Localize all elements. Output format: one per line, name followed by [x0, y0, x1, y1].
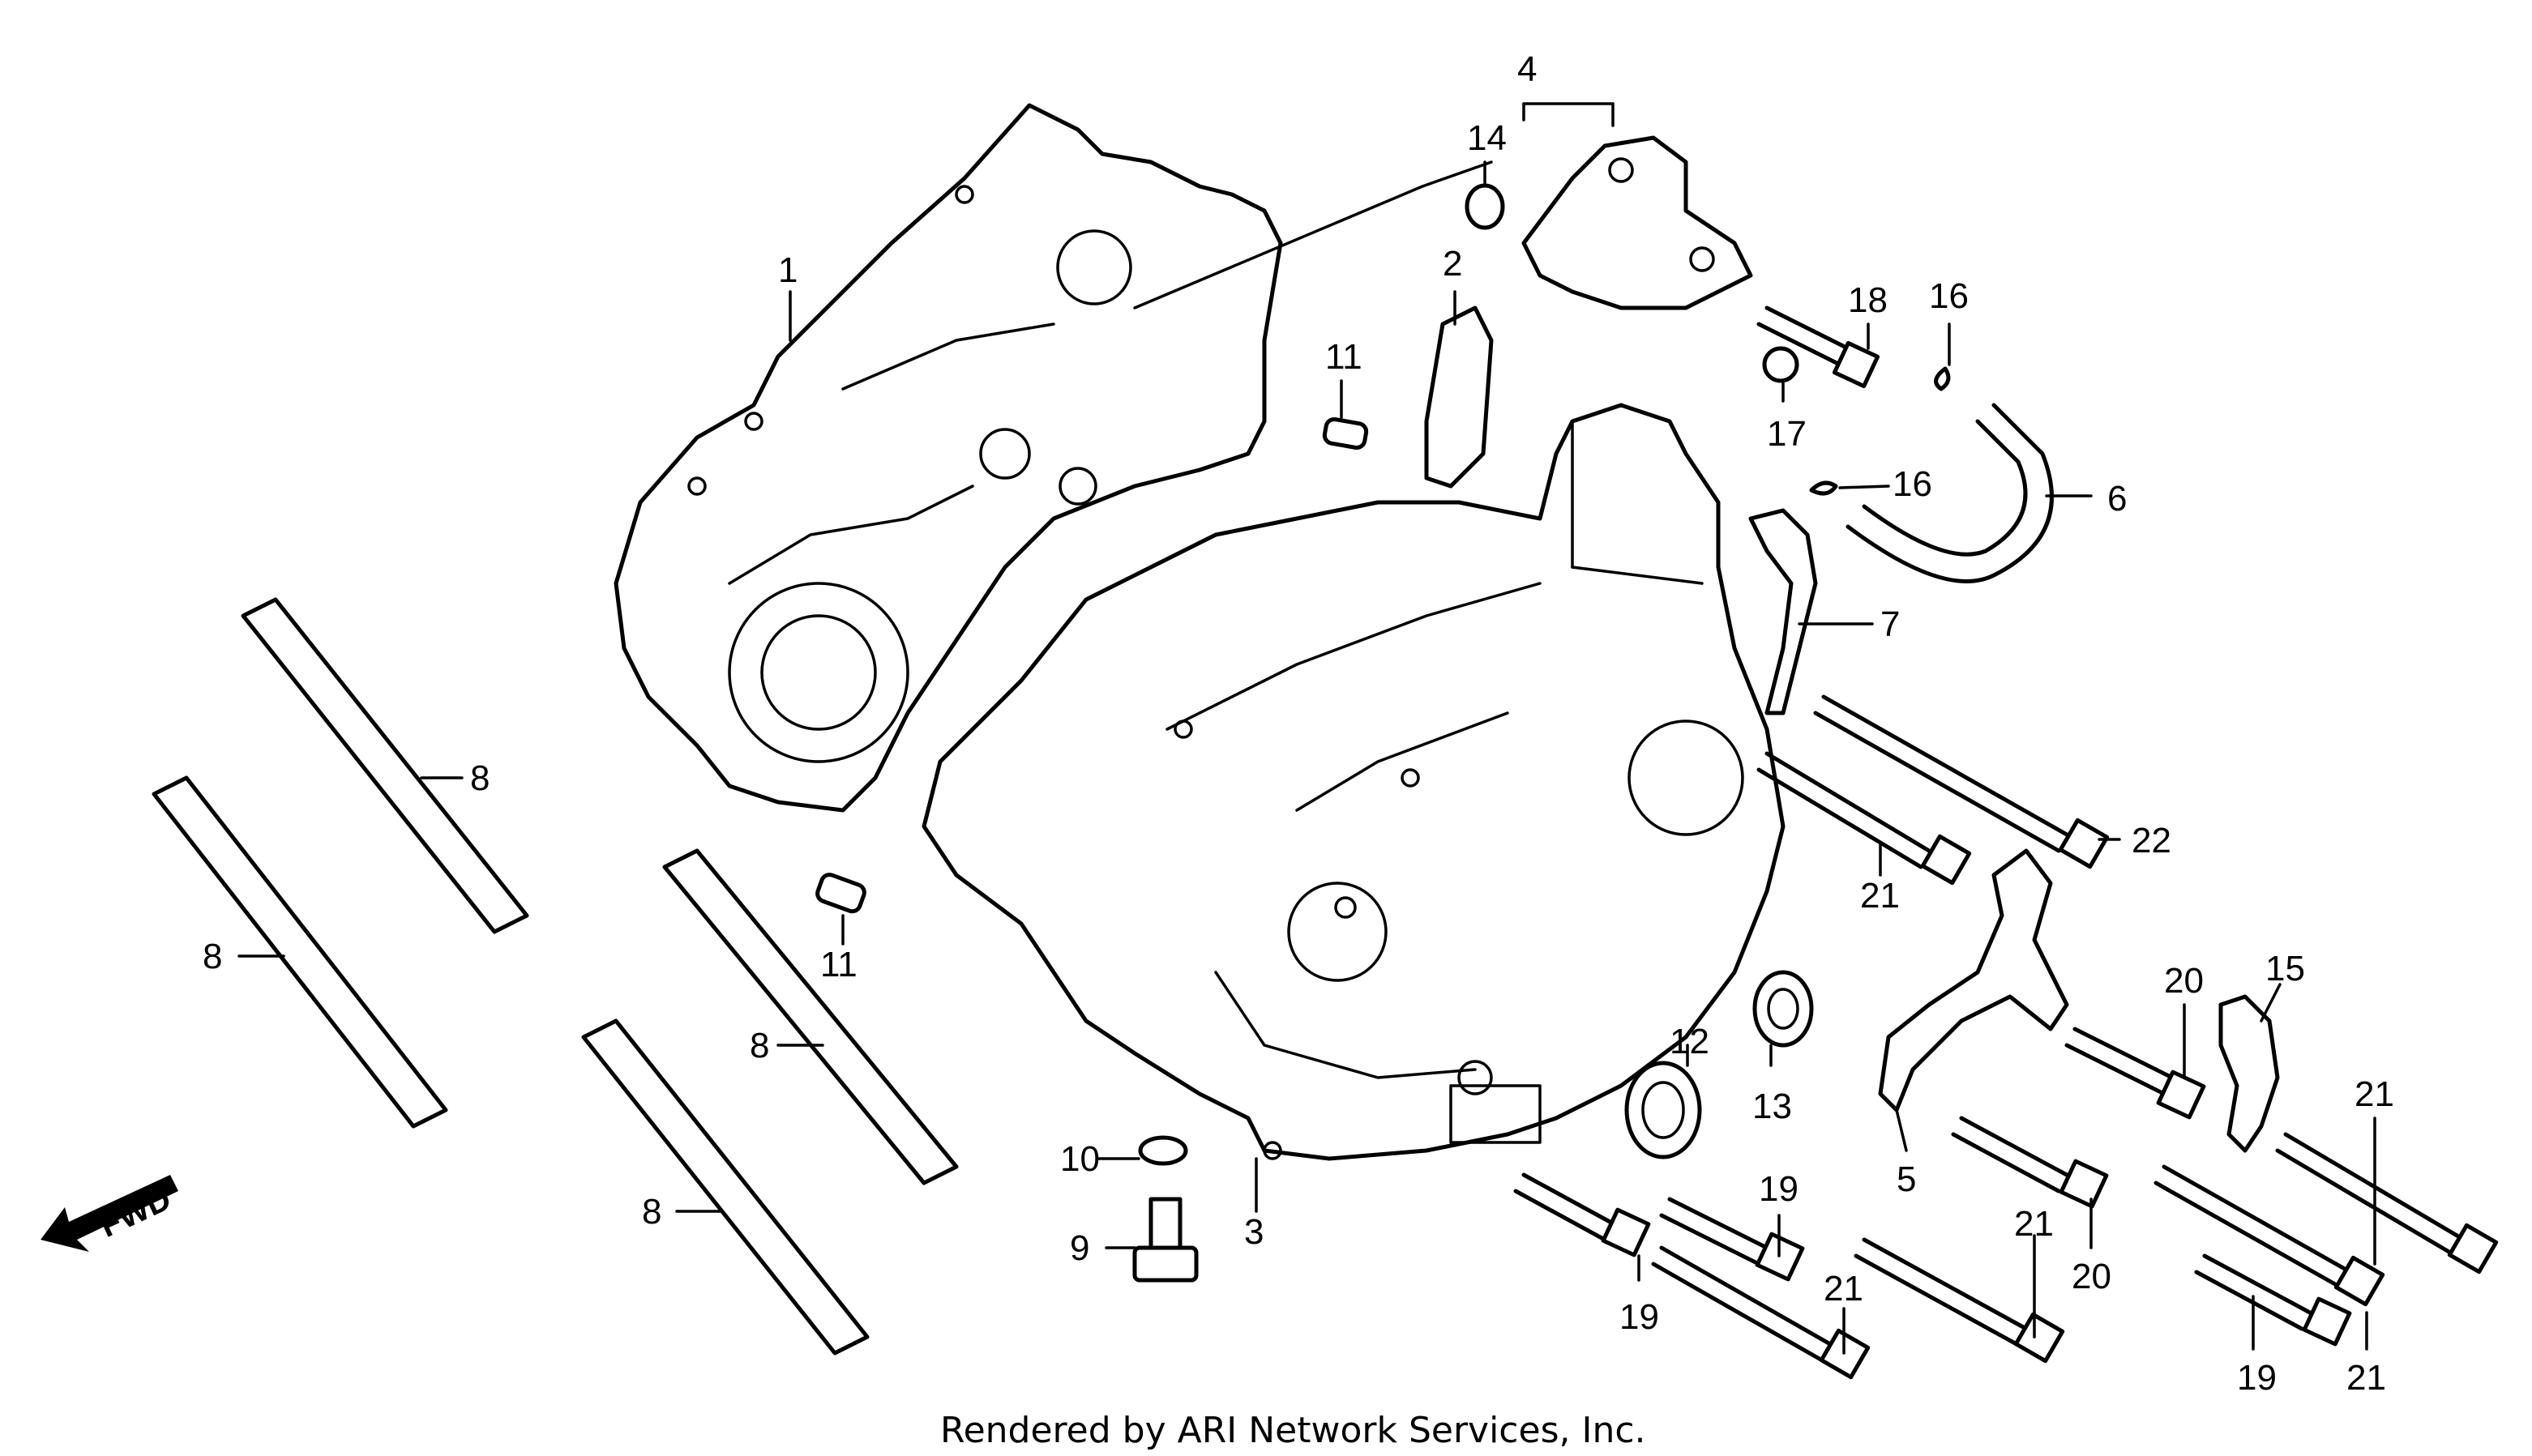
part-9-bolt [1132, 1197, 1199, 1283]
callout-17: 17 [1767, 414, 1807, 454]
callout-21a: 21 [1860, 876, 1900, 916]
callout-10: 10 [1060, 1139, 1100, 1179]
part-16-clip-upper [1934, 366, 1951, 391]
part-14-o-ring [1465, 183, 1505, 230]
part-8-stud-1 [241, 597, 529, 934]
part-7-bracket [1748, 508, 1818, 715]
callout-16b: 16 [1893, 464, 1932, 504]
part-21-bolt-e [1854, 1237, 2065, 1364]
part-19-bolt-b [1659, 1197, 1805, 1282]
part-6-hose-outline [1862, 419, 2028, 557]
part-8-stud-2 [152, 775, 448, 1129]
callout-20a: 20 [2164, 961, 2204, 1001]
callout-21d: 21 [1824, 1269, 1863, 1309]
callout-16a: 16 [1929, 276, 1969, 316]
part-5-bracket [1878, 848, 2069, 1112]
left-crankcase [614, 103, 1283, 813]
callout-19c: 19 [2237, 1358, 2277, 1398]
part-16-clip-lower [1809, 480, 1838, 496]
callout-8a: 8 [470, 758, 490, 798]
callout-11b: 11 [820, 945, 858, 984]
part-4-assembly [1521, 135, 1753, 310]
part-6-hose [1846, 403, 2054, 583]
callout-7: 7 [1880, 604, 1900, 644]
leader-lines [237, 102, 2376, 1355]
part-19-bolt-c [2194, 1253, 2352, 1347]
part-20-bolt-b [1951, 1116, 2109, 1209]
callout-11a: 11 [1325, 337, 1362, 377]
part-19-bolt-a [1513, 1172, 1651, 1257]
fwd-direction-arrow: FWD [41, 1175, 178, 1252]
part-13-bearing [1752, 970, 1814, 1048]
part-21-bolt-a [1756, 751, 1972, 886]
part-10-washer [1138, 1135, 1188, 1166]
part-8-stud-3 [662, 848, 959, 1185]
part-11-dowel-lower [815, 873, 866, 914]
part-15-plate [2218, 994, 2280, 1153]
callout-5: 5 [1897, 1159, 1916, 1199]
part-11-dowel-upper [1322, 416, 1369, 450]
callout-20b: 20 [2072, 1257, 2111, 1296]
part-20-bolt-a [2064, 1027, 2206, 1120]
callout-9: 9 [1070, 1228, 1089, 1268]
callout-19a: 19 [1619, 1297, 1659, 1337]
attribution-footer: Rendered by ARI Network Services, Inc. [940, 1410, 1646, 1451]
callout-6: 6 [2107, 479, 2127, 519]
callout-13: 13 [1752, 1087, 1792, 1126]
callout-21c: 21 [2014, 1204, 2054, 1244]
part-22-bolt [1813, 694, 2110, 869]
callout-1: 1 [778, 250, 798, 290]
callout-4: 4 [1517, 49, 1537, 89]
callout-14: 14 [1467, 118, 1507, 158]
part-21-bolt-c [2153, 1164, 2385, 1307]
part-18-bolt [1756, 305, 1880, 389]
callout-8b: 8 [203, 937, 222, 976]
right-crankcase [922, 403, 1786, 1161]
part-8-stud-4 [581, 1018, 870, 1356]
fwd-label: FWD [94, 1181, 176, 1244]
callout-3: 3 [1244, 1212, 1264, 1252]
part-12-seal [1624, 1061, 1702, 1159]
callout-18: 18 [1848, 280, 1888, 320]
callout-19b: 19 [1759, 1169, 1798, 1209]
callout-8d: 8 [642, 1192, 661, 1232]
callout-12: 12 [1670, 1022, 1709, 1061]
callout-15: 15 [2265, 949, 2305, 988]
part-17-washer [1762, 346, 1799, 383]
callout-8c: 8 [750, 1026, 769, 1065]
callout-21e: 21 [2346, 1358, 2386, 1398]
callout-2: 2 [1443, 244, 1462, 284]
part-2-bracket [1424, 305, 1494, 489]
callout-21b: 21 [2355, 1074, 2394, 1114]
callout-22: 22 [2132, 821, 2171, 860]
